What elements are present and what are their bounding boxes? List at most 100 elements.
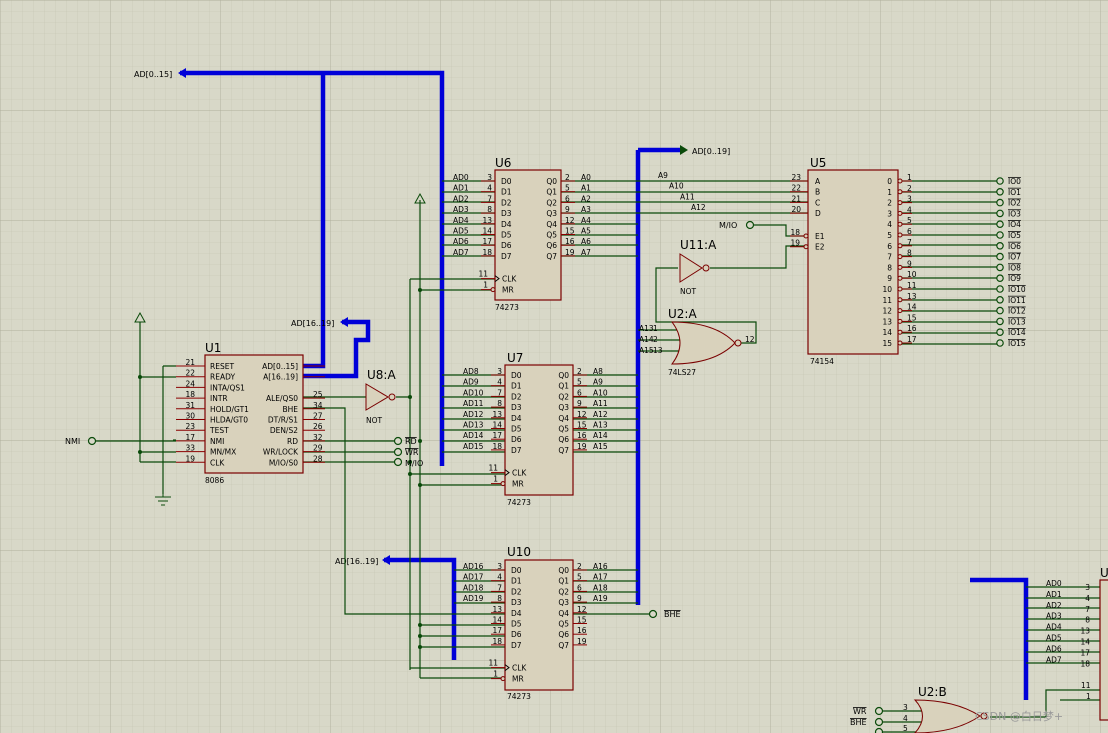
- pin-number: 19: [577, 637, 587, 646]
- pin-number: 4: [903, 714, 908, 723]
- pin-number: 25: [313, 390, 323, 399]
- pin-number: 19: [565, 248, 575, 257]
- pin-number: 12: [565, 216, 575, 225]
- net-label: AD8: [463, 367, 479, 376]
- mio-label: M/IO: [719, 221, 737, 230]
- pin-name: D5: [501, 231, 512, 240]
- pin-number: 4: [1085, 594, 1090, 603]
- pin-number: 18: [185, 390, 195, 399]
- pin-number: 30: [185, 412, 195, 421]
- pin-name: Q6: [558, 630, 569, 639]
- pin-number: 22: [791, 184, 801, 193]
- net-label: IO1: [1008, 188, 1021, 197]
- net-label: A3: [581, 205, 591, 214]
- wr-label: WR: [853, 707, 867, 716]
- net-label: IO12: [1008, 307, 1026, 316]
- pin-number: 8: [1085, 616, 1090, 625]
- chip-ref: U10: [507, 545, 531, 559]
- net-label: AD0: [1046, 579, 1062, 588]
- pin-number: 17: [492, 626, 502, 635]
- pin-number: 4: [497, 573, 502, 582]
- pin-number: 13: [492, 605, 502, 614]
- net-label: IO3: [1008, 209, 1021, 218]
- pin-number: 3: [497, 367, 502, 376]
- pin-name: D6: [511, 630, 522, 639]
- pin-name: MR: [512, 675, 524, 684]
- net-label: AD3: [453, 205, 469, 214]
- net-label: A9: [593, 378, 603, 387]
- pin-name: CLK: [512, 664, 527, 673]
- pin-name: ALE/QS0: [266, 394, 298, 403]
- watermark: CSDN @白日梦+: [975, 709, 1063, 723]
- input-label: A14: [639, 335, 654, 344]
- pin-name: D4: [511, 609, 522, 618]
- pin-number: 14: [907, 303, 917, 312]
- pin-number: 19: [790, 239, 800, 248]
- gate-u2b-nor[interactable]: U2:B 3 4 5 WR BHE: [850, 685, 988, 733]
- pin-number: 14: [492, 616, 502, 625]
- pin-number: 13: [653, 346, 663, 355]
- net-label: AD3: [1046, 612, 1062, 621]
- rd-label: RD: [405, 437, 417, 446]
- pin-number: 21: [791, 194, 801, 203]
- gate-u2a-nor[interactable]: U2:A 74LS27 A13 A14 A15 1 2 13 12: [639, 307, 755, 377]
- pin-name: D3: [501, 209, 512, 218]
- pin-name: 4: [887, 220, 892, 229]
- pin-name: D1: [511, 382, 522, 391]
- pin-name: D0: [501, 177, 512, 186]
- pin-number: 5: [577, 573, 582, 582]
- pin-number: 18: [482, 248, 492, 257]
- pin-name: D1: [511, 577, 522, 586]
- pin-name: 14: [882, 328, 892, 337]
- net-label: AD14: [463, 431, 484, 440]
- pin-name: HOLD/GT1: [210, 405, 249, 414]
- pin-number: 11: [488, 464, 498, 473]
- pin-name: 3: [887, 209, 892, 218]
- net-label: IO8: [1008, 263, 1021, 272]
- pin-number: 13: [1080, 627, 1090, 636]
- net-label: A10: [669, 182, 684, 191]
- pin-number: 2: [907, 184, 912, 193]
- pin-name: AD[0..15]: [262, 362, 298, 371]
- pin-number: 9: [577, 399, 582, 408]
- pin-number: 13: [907, 292, 917, 301]
- pin-name: HLDA/GT0: [210, 416, 248, 425]
- pin-name: D6: [511, 435, 522, 444]
- chip-ref: U: [1100, 566, 1108, 580]
- pin-number: 9: [577, 594, 582, 603]
- pin-number: 12: [745, 335, 755, 344]
- net-label: IO4: [1008, 220, 1021, 229]
- net-label: IO10: [1008, 285, 1026, 294]
- pin-number: 8: [487, 205, 492, 214]
- pin-number: 17: [492, 431, 502, 440]
- pin-name: DT/R/S1: [268, 416, 298, 425]
- pin-number: 17: [907, 335, 917, 344]
- gate-u8-not[interactable]: U8:A NOT: [365, 368, 396, 425]
- pin-number: 16: [577, 431, 587, 440]
- pin-number: 26: [313, 422, 323, 431]
- pin-number: 23: [185, 422, 195, 431]
- net-label: A12: [691, 203, 706, 212]
- bus-label-ad1619: AD[16..19]: [291, 319, 334, 328]
- chip-type: 74273: [507, 498, 531, 507]
- pin-number: 1: [493, 475, 498, 484]
- pin-name: D5: [511, 425, 522, 434]
- pin-number: 1: [653, 324, 658, 333]
- input-label: A13: [639, 324, 654, 333]
- clock-icon: [504, 469, 510, 477]
- bus-arrow-icon: [340, 317, 348, 327]
- pin-name: MR: [512, 480, 524, 489]
- pin-number: 19: [577, 442, 587, 451]
- gate-u11-not[interactable]: U11:A NOT: [679, 238, 717, 296]
- net-label: AD15: [463, 442, 484, 451]
- pin-name: 8: [887, 263, 892, 272]
- net-label: IO7: [1008, 253, 1021, 262]
- pin-number: 1: [907, 173, 912, 182]
